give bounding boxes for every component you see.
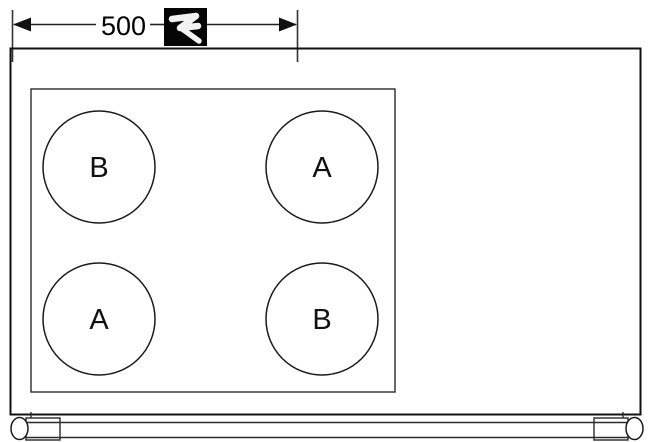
dimension-value-500: 500 xyxy=(101,11,146,41)
burner-circle-top-left[interactable] xyxy=(42,110,156,224)
burner-circle-bottom-right[interactable] xyxy=(265,262,379,376)
burner-label-top-left: B xyxy=(89,152,108,184)
burner-circle-top-right[interactable] xyxy=(265,110,379,224)
outer-body-outline xyxy=(9,47,642,416)
burner-label-bottom-left: A xyxy=(89,304,109,336)
rail-end-cap-left-icon xyxy=(25,417,61,441)
burner-label-bottom-right: B xyxy=(312,304,331,336)
burner-label-top-right: A xyxy=(312,152,332,184)
rail-end-cap-right-icon xyxy=(593,417,629,441)
arrow-right-icon xyxy=(279,17,297,32)
zigzag-break-symbol-icon xyxy=(164,8,207,46)
rail-knob-left-icon[interactable] xyxy=(10,416,29,441)
arrow-left-icon xyxy=(13,17,31,32)
rail-knob-right-icon[interactable] xyxy=(625,416,644,441)
inner-cooktop-outline xyxy=(30,88,396,393)
burner-circle-bottom-left[interactable] xyxy=(42,262,156,376)
